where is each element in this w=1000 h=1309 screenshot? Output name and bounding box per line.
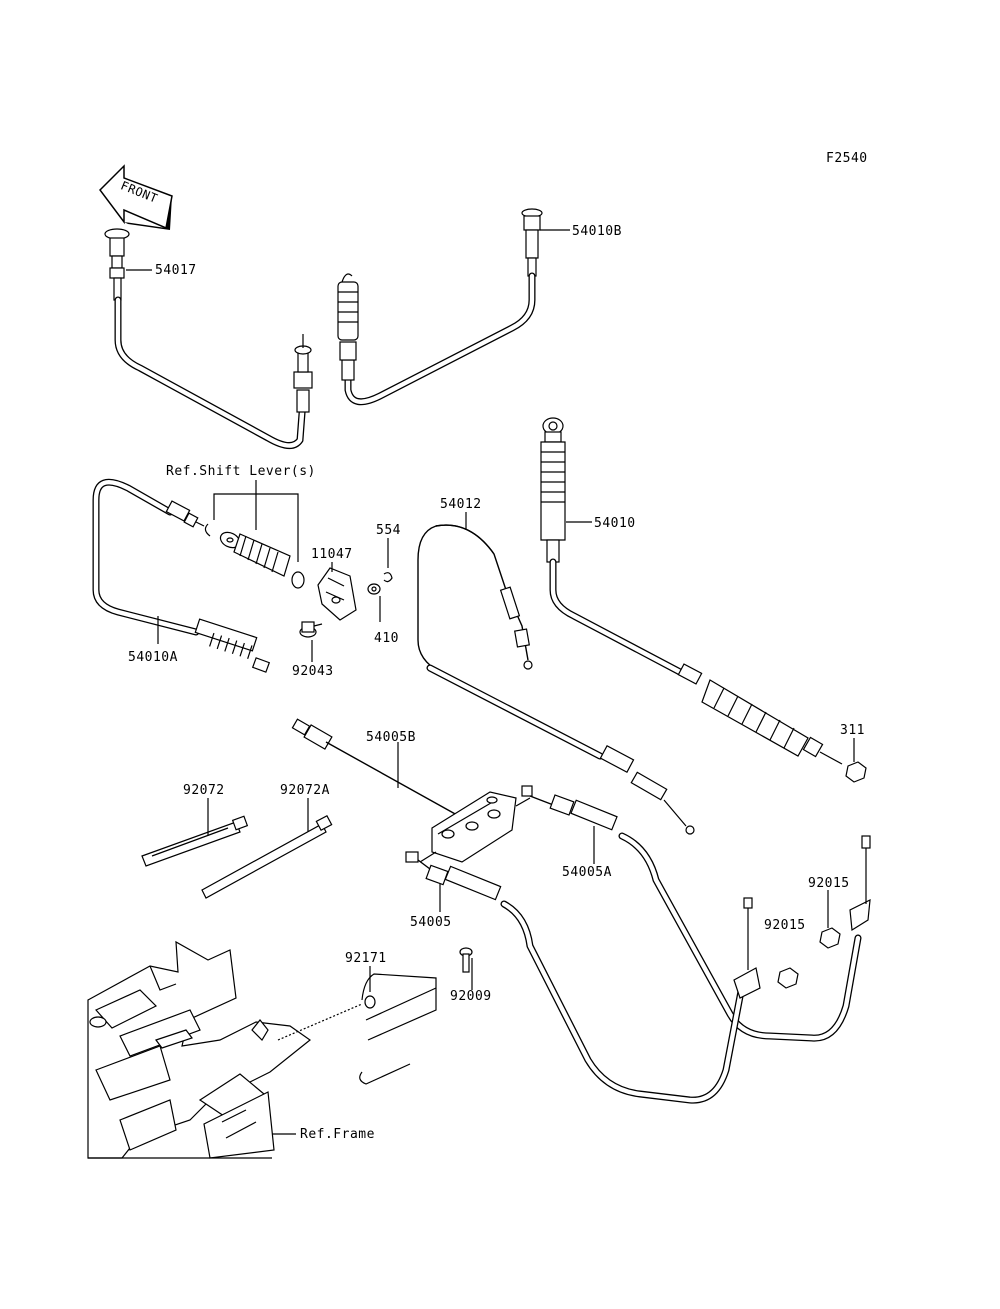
cable-54010 xyxy=(540,417,843,765)
label-11047: 11047 xyxy=(311,547,353,562)
label-92015-b: 92015 xyxy=(764,918,806,933)
label-54005: 54005 xyxy=(410,915,452,930)
cable-54012 xyxy=(417,524,695,835)
label-311: 311 xyxy=(840,723,865,738)
label-54005B: 54005B xyxy=(366,730,416,745)
label-554: 554 xyxy=(376,523,401,538)
label-54010A: 54010A xyxy=(128,650,178,665)
label-54017: 54017 xyxy=(155,263,197,278)
part-92072-tie xyxy=(141,815,249,867)
cable-54010B xyxy=(337,208,543,406)
label-92015-a: 92015 xyxy=(808,876,850,891)
part-554-clip xyxy=(383,572,393,583)
part-311-nut xyxy=(845,761,867,783)
cable-54005A xyxy=(529,794,871,1042)
part-92171-clamp xyxy=(359,973,437,1085)
cable-54010A xyxy=(92,478,271,673)
front-arrow-icon: FRONT xyxy=(99,164,173,230)
figure-code: F2540 xyxy=(826,151,868,166)
label-92009: 92009 xyxy=(450,989,492,1004)
label-54012: 54012 xyxy=(440,497,482,512)
label-54010: 54010 xyxy=(594,516,636,531)
label-92043: 92043 xyxy=(292,664,334,679)
cable-54005 xyxy=(417,859,761,1104)
shift-lever-parts xyxy=(204,523,305,589)
part-92009-bolt xyxy=(459,947,473,973)
label-92072: 92072 xyxy=(183,783,225,798)
part-92015-nut-b xyxy=(777,967,799,989)
cable-54005B xyxy=(291,718,467,821)
label-92171: 92171 xyxy=(345,951,387,966)
label-54010B: 54010B xyxy=(572,224,622,239)
cable-junction-box xyxy=(405,785,533,863)
part-11047-bracket xyxy=(317,567,357,621)
frame-outline xyxy=(87,940,312,1159)
cable-54017 xyxy=(104,228,313,449)
label-ref-frame: Ref.Frame xyxy=(300,1127,375,1142)
label-92072A: 92072A xyxy=(280,783,330,798)
part-92015-nut-a xyxy=(819,927,841,949)
label-ref-shift-lever: Ref.Shift Lever(s) xyxy=(166,464,316,479)
label-54005A: 54005A xyxy=(562,865,612,880)
label-410: 410 xyxy=(374,631,399,646)
part-92043-pin xyxy=(299,621,323,638)
part-92072A-tie xyxy=(201,814,333,899)
